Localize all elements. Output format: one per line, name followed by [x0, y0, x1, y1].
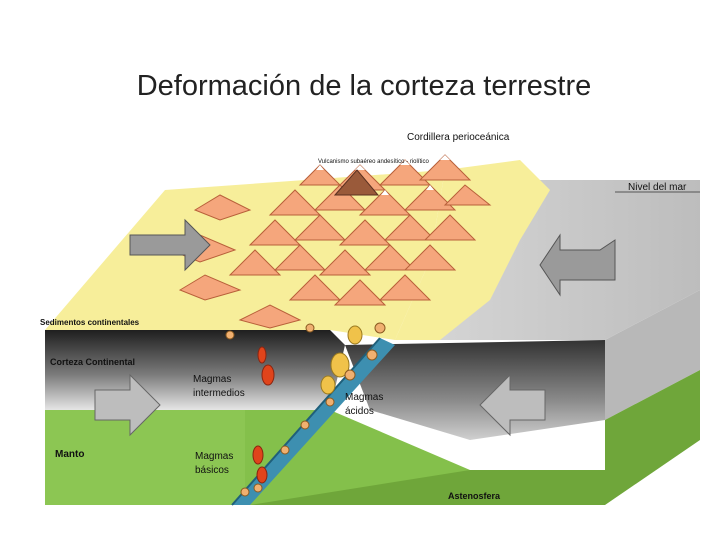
label-cordillera: Cordillera perioceánica [407, 132, 510, 143]
label-magmas-basicos-2: básicos [195, 465, 229, 476]
asthenosphere-band [250, 470, 605, 505]
front-arrow-right [479, 373, 546, 437]
label-vulcanismo: Vulcanismo subaéreo andesítico - riolíti… [318, 159, 429, 165]
volcano-cone [333, 169, 380, 196]
coastal-plain [395, 160, 550, 340]
label-magmas-basicos-1: Magmas [195, 451, 233, 462]
magma-bubbles [225, 322, 386, 497]
label-magmas-intermedios-2: intermedios [193, 388, 245, 399]
right-side-mantle [605, 370, 700, 505]
snow-caps [316, 155, 450, 195]
slide-title: Deformación de la corteza terrestre [136, 70, 592, 102]
subducting-slab [232, 338, 395, 505]
label-corteza: Corteza Continental [50, 357, 135, 367]
label-magmas-acidos-2: ácidos [345, 406, 374, 417]
surface-arrow-left [129, 218, 211, 272]
label-manto: Manto [55, 449, 84, 460]
magma-acid [320, 325, 363, 395]
magma-intermediate [257, 346, 275, 386]
label-nivel-mar: Nivel del mar [628, 182, 687, 193]
right-side-crust [605, 290, 700, 420]
label-sedimentos: Sedimentos continentales [40, 318, 140, 327]
label-magmas-acidos-1: Magmas [345, 392, 383, 403]
magma-basic [252, 445, 268, 484]
front-arrow-left [94, 373, 161, 437]
label-astenosfera: Astenosfera [448, 491, 501, 501]
label-magmas-intermedios-1: Magmas [193, 374, 231, 385]
mantle-front-face [45, 410, 245, 505]
surface-arrow-right [539, 233, 616, 297]
